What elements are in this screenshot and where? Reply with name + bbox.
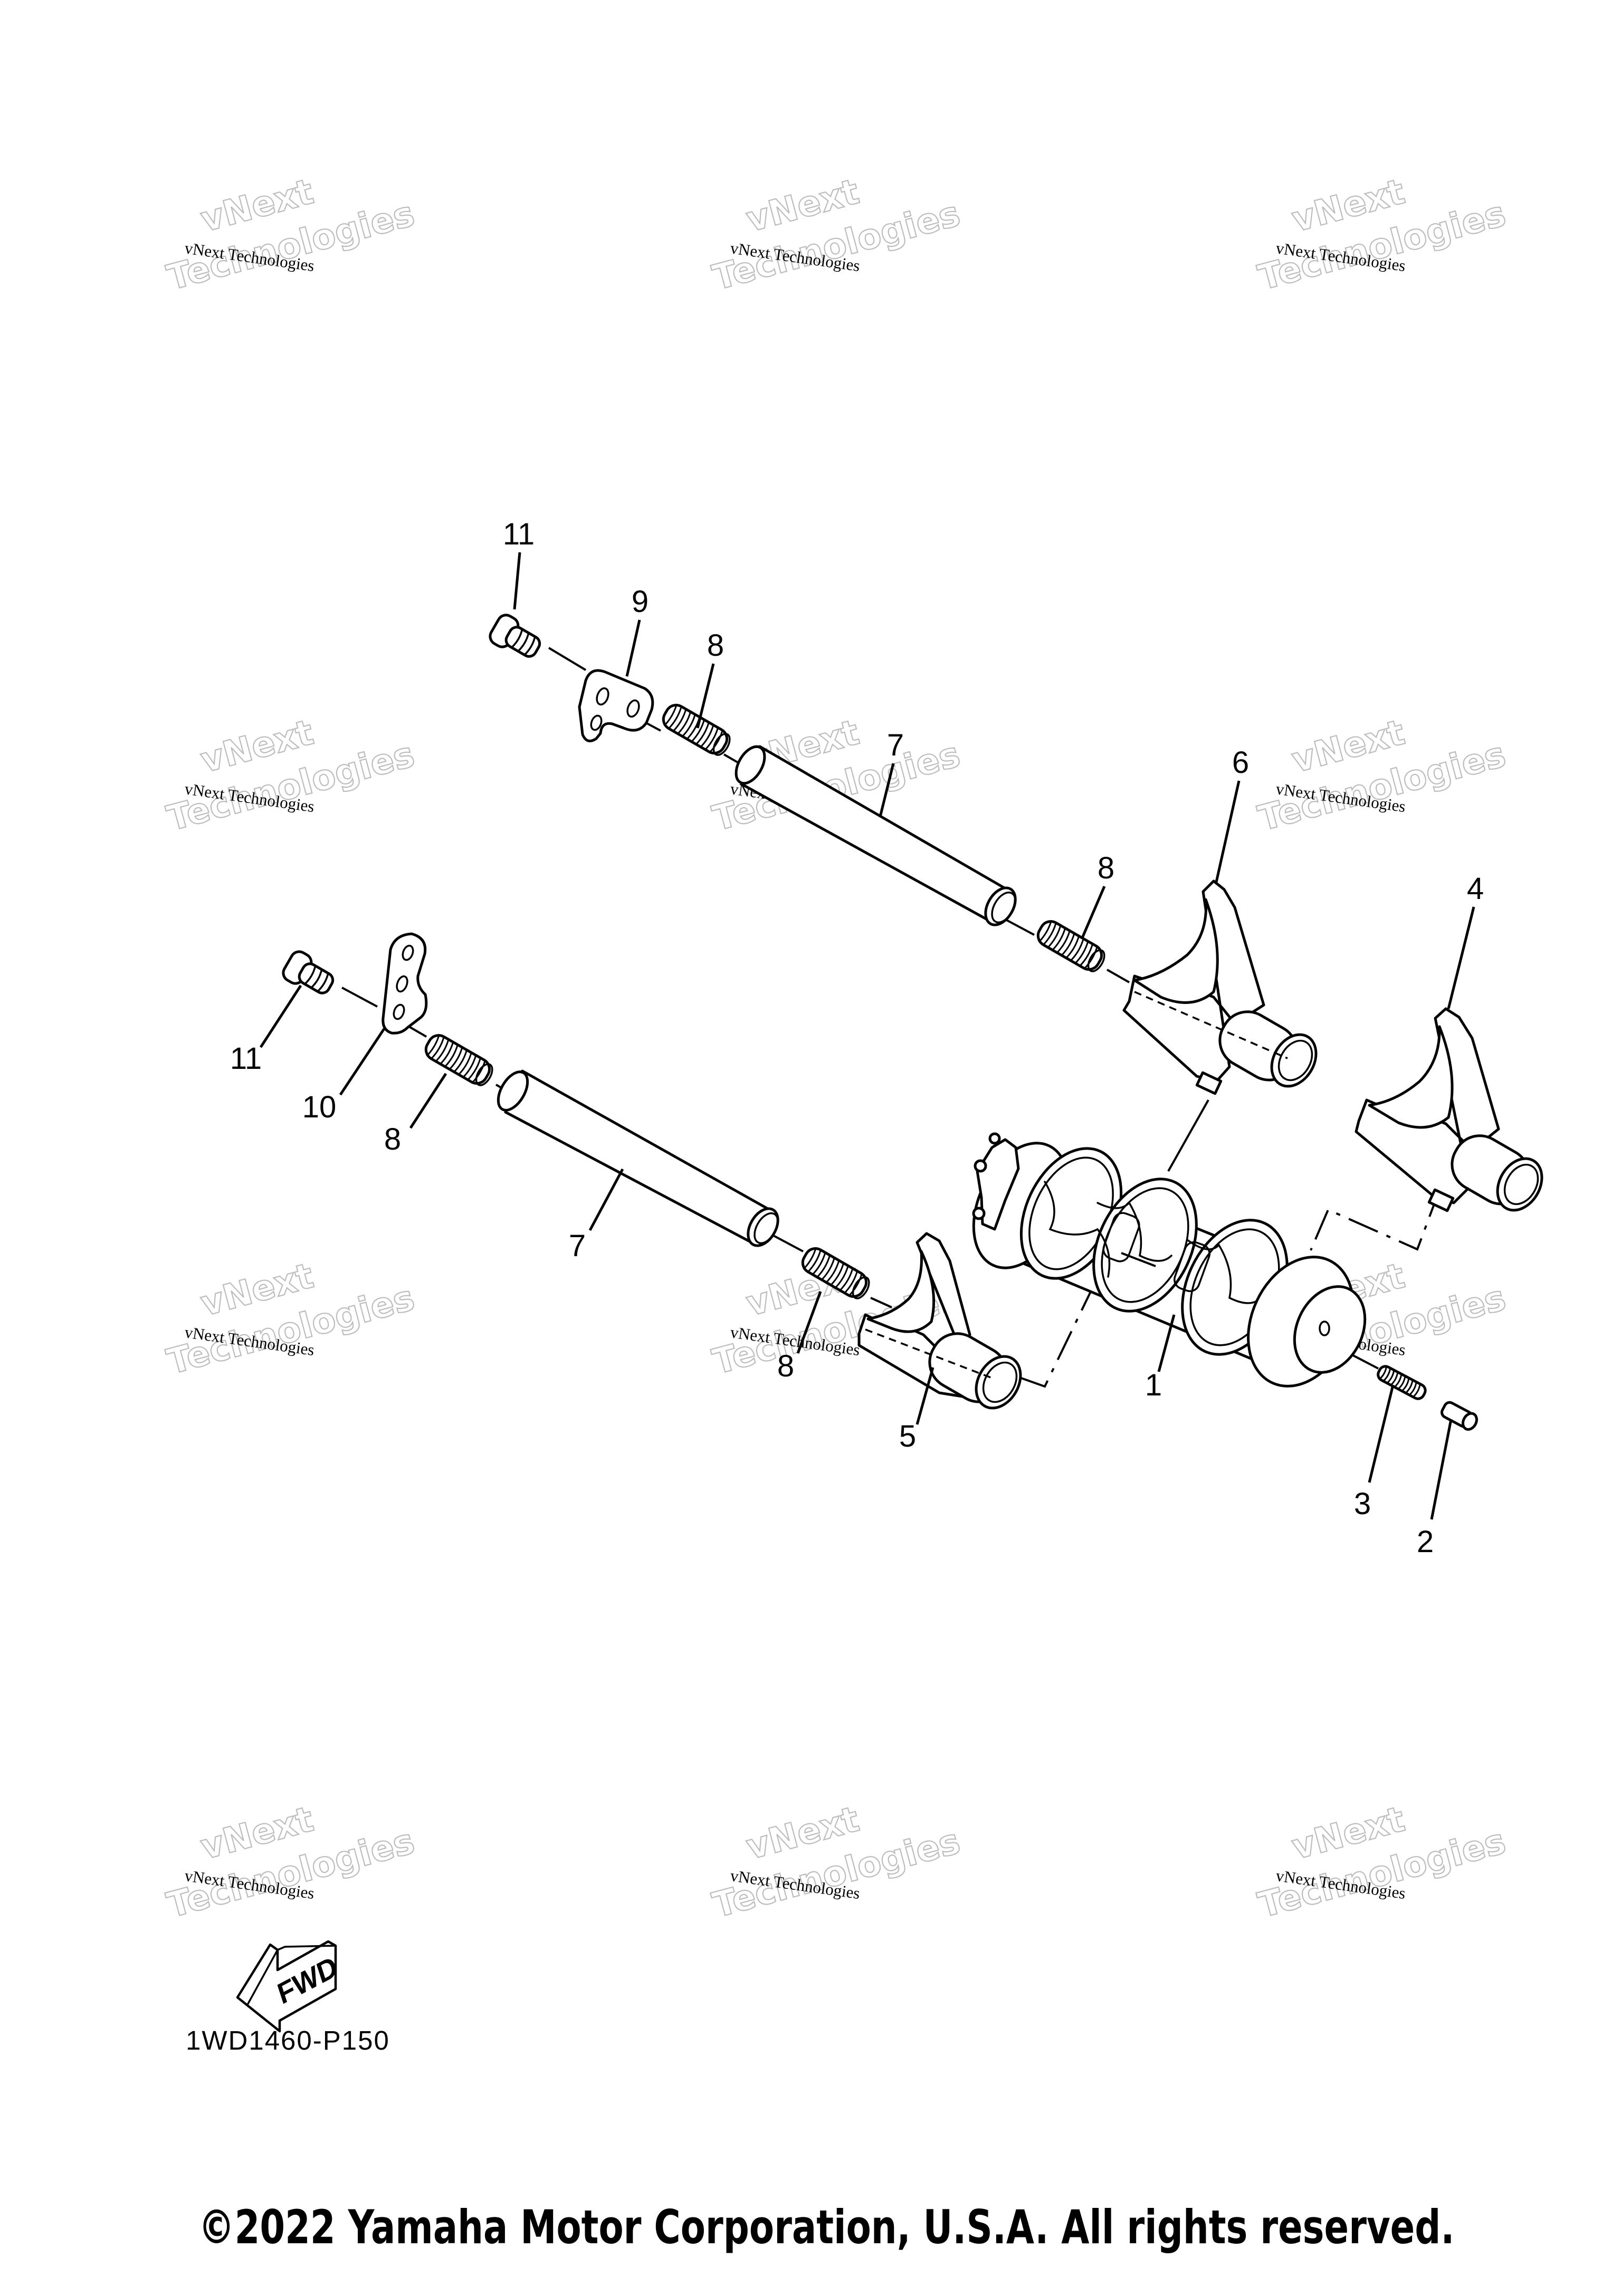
spring-lower-left[interactable] [422, 1031, 496, 1089]
shift-drum[interactable] [955, 1128, 1378, 1403]
bolt-lower[interactable] [280, 949, 338, 1000]
part-code: 1WD1460-P150 [186, 2025, 390, 2055]
callout-layer: 11 9 8 7 6 8 4 11 10 8 7 8 1 5 3 2 [230, 517, 1484, 1559]
callout-8: 8 [384, 1122, 401, 1156]
shift-fork-5[interactable] [857, 1232, 1029, 1416]
callout-7: 7 [569, 1229, 586, 1263]
spring-lower-right[interactable] [799, 1245, 873, 1302]
fork-guide-bar-upper[interactable] [730, 742, 1022, 930]
fork-guide-bar-lower[interactable] [492, 1067, 784, 1251]
detent-spring-3[interactable] [1376, 1364, 1427, 1401]
shift-fork-4[interactable] [1355, 1007, 1551, 1218]
callout-7: 7 [887, 728, 904, 762]
fwd-arrow-icon: FWD [236, 1940, 341, 2033]
callout-8: 8 [777, 1349, 794, 1383]
pin-2[interactable] [1439, 1400, 1479, 1432]
shift-fork-6[interactable] [1122, 879, 1325, 1095]
callout-11: 11 [503, 517, 535, 551]
plate-9[interactable] [578, 669, 654, 742]
callout-1: 1 [1145, 1368, 1162, 1402]
callout-8: 8 [707, 628, 724, 663]
callout-6: 6 [1232, 745, 1249, 780]
callout-4: 4 [1467, 872, 1484, 906]
spring-upper-left[interactable] [660, 701, 733, 759]
copyright-notice: ©2022 Yamaha Motor Corporation, U.S.A. A… [198, 2200, 1455, 2254]
callout-10: 10 [302, 1090, 337, 1124]
callout-9: 9 [632, 585, 649, 619]
callout-2: 2 [1417, 1525, 1434, 1559]
leader-lines [259, 552, 1475, 1520]
bolt-upper[interactable] [487, 612, 545, 664]
callout-3: 3 [1354, 1487, 1371, 1521]
spring-upper-right[interactable] [1034, 917, 1108, 975]
callout-11: 11 [230, 1041, 262, 1076]
plate-10[interactable] [382, 932, 428, 1035]
callout-8: 8 [1098, 851, 1114, 885]
callout-5: 5 [899, 1419, 916, 1453]
